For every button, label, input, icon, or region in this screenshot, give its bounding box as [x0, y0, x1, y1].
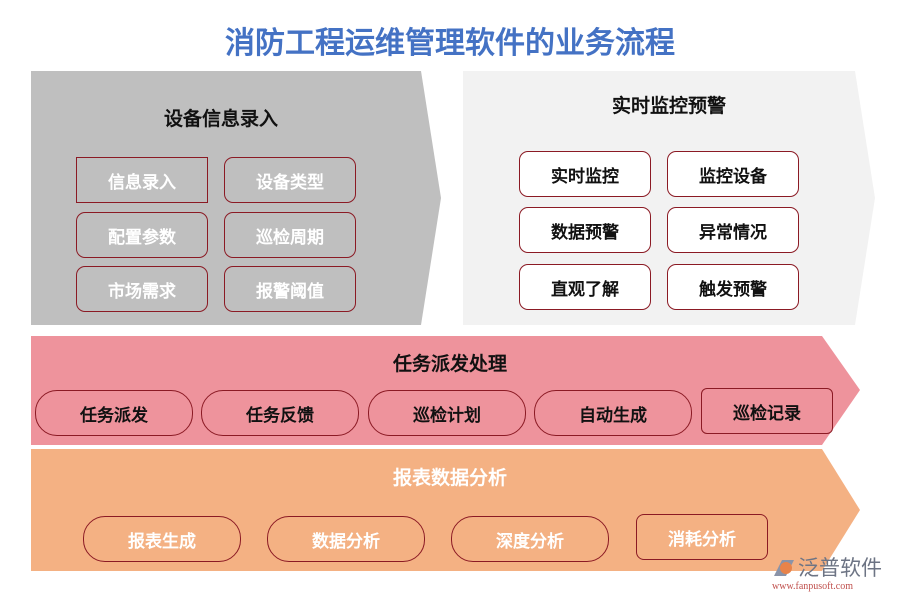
step-box: 设备类型 [224, 157, 356, 203]
left-panel-shape [31, 71, 441, 325]
step-box: 巡检记录 [701, 388, 833, 434]
step-box: 巡检周期 [224, 212, 356, 258]
step-box: 任务反馈 [201, 390, 359, 436]
step-box: 数据分析 [267, 516, 425, 562]
step-box: 消耗分析 [636, 514, 768, 560]
step-box: 报表生成 [83, 516, 241, 562]
step-box: 监控设备 [667, 151, 799, 197]
step-box: 自动生成 [534, 390, 692, 436]
step-box: 市场需求 [76, 266, 208, 312]
logo-name: 泛普软件 [798, 556, 882, 580]
band-title: 任务派发处理 [392, 353, 507, 375]
logo-url: www.fanpusoft.com [772, 581, 854, 592]
step-box: 数据预警 [519, 207, 651, 253]
step-box: 实时监控 [519, 151, 651, 197]
step-box: 报警阈值 [224, 266, 356, 312]
step-box: 配置参数 [76, 212, 208, 258]
page-title: 消防工程运维管理软件的业务流程 [225, 26, 675, 61]
report-analysis-band: 报表数据分析 报表生成 数据分析 深度分析 消耗分析 [0, 449, 900, 571]
task-dispatch-band: 任务派发处理 任务派发 任务反馈 巡检计划 自动生成 巡检记录 [0, 336, 900, 445]
logo-icon [774, 560, 794, 576]
step-box: 信息录入 [76, 157, 208, 203]
monitoring-panel: 实时监控预警 实时监控 监控设备 数据预警 异常情况 直观了解 触发预警 [463, 71, 855, 325]
step-box: 深度分析 [451, 516, 609, 562]
step-box: 触发预警 [667, 264, 799, 310]
panel-title: 设备信息录入 [163, 108, 278, 130]
step-box: 巡检计划 [368, 390, 526, 436]
panel-title: 实时监控预警 [611, 95, 726, 117]
band-title: 报表数据分析 [392, 467, 507, 489]
right-panel-shape [463, 71, 875, 325]
device-info-panel: 设备信息录入 信息录入 设备类型 配置参数 巡检周期 市场需求 报警阈值 [31, 71, 421, 325]
step-box: 任务派发 [35, 390, 193, 436]
step-box: 异常情况 [667, 207, 799, 253]
brand-logo: 泛普软件 www.fanpusoft.com [772, 552, 882, 592]
step-box: 直观了解 [519, 264, 651, 310]
